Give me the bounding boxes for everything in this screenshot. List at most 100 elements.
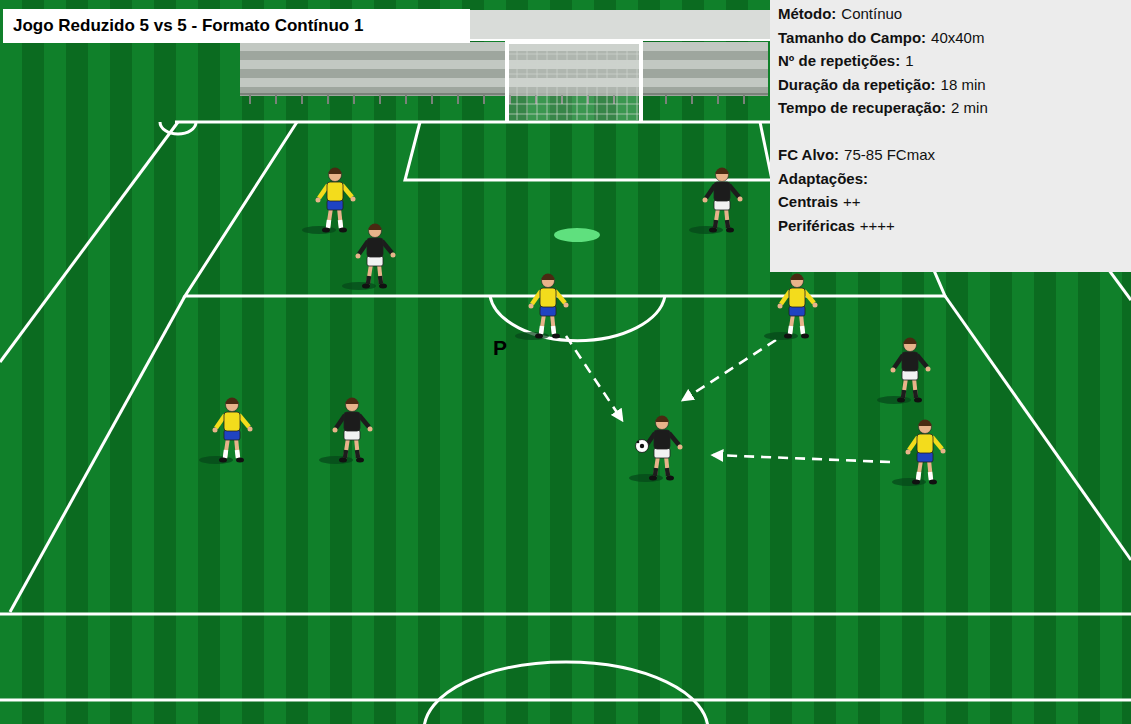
player-hair: [904, 338, 917, 344]
player-shorts: [327, 200, 343, 210]
player-arm: [804, 291, 814, 303]
player-shorts: [224, 430, 240, 440]
player-shirt: [654, 430, 670, 449]
player-arm: [239, 415, 249, 427]
player-hand: [248, 427, 253, 432]
player-hand: [813, 303, 818, 308]
player-hand: [351, 197, 356, 202]
player-shirt: [540, 288, 556, 307]
player-hand: [703, 198, 708, 203]
info-panel: Método:ContínuoTamanho do Campo:40x40mNº…: [770, 0, 1131, 272]
stand-post: [353, 94, 355, 104]
player-hand: [333, 428, 338, 433]
player-sock: [345, 450, 346, 458]
field-line: [160, 122, 196, 134]
field-line: [405, 122, 772, 180]
stand-post: [275, 94, 277, 104]
player-shadow: [689, 226, 723, 234]
player-leg: [655, 456, 658, 476]
player-sock: [802, 326, 803, 334]
player-shadow: [199, 456, 233, 464]
player-leg: [715, 208, 718, 228]
player-shirt: [714, 182, 730, 201]
field-line: [0, 699, 1131, 702]
title-text: Jogo Reduzido 5 vs 5 - Formato Contínuo …: [13, 16, 363, 36]
player-shadow: [877, 396, 911, 404]
player-hand: [368, 427, 373, 432]
net-line: [577, 44, 578, 120]
player-sock: [930, 472, 931, 480]
net-line: [507, 84, 640, 85]
player-leg: [929, 460, 931, 480]
player-leg: [345, 438, 348, 458]
info-line: Método:Contínuo: [778, 2, 1123, 26]
parameter-name: Periféricas: [778, 214, 855, 238]
player-shirt: [789, 288, 805, 307]
stand-post: [457, 94, 459, 104]
net-line: [627, 44, 628, 120]
player-shadow: [342, 282, 376, 290]
stand-post: [301, 94, 303, 104]
net-line: [507, 114, 640, 115]
player-head: [329, 169, 342, 182]
player-leg: [328, 208, 331, 228]
player-sock: [380, 276, 381, 284]
player-boot: [709, 228, 717, 233]
player-shadow: [629, 474, 663, 482]
net-line: [527, 44, 528, 120]
stand-post: [249, 94, 251, 104]
player-boot: [726, 228, 734, 233]
field-line: [10, 296, 185, 612]
parameter-name: Tamanho do Campo:: [778, 26, 926, 50]
player-hand: [906, 450, 911, 455]
player-hand: [891, 368, 896, 373]
net-line: [517, 44, 518, 120]
player-shorts: [714, 200, 730, 210]
player-figure: [515, 274, 569, 341]
net-line: [507, 94, 640, 95]
player-hair: [716, 168, 729, 175]
parameter-name: Nº de repetições:: [778, 49, 900, 73]
player-arm: [917, 355, 927, 367]
stand-tier: [240, 60, 768, 69]
player-shadow: [892, 478, 926, 486]
info-line: [778, 120, 1123, 144]
stand-post: [743, 94, 745, 104]
stand-tiers: [240, 42, 768, 96]
player-sock: [237, 450, 238, 458]
stand-tier: [240, 69, 768, 78]
player-hair: [791, 274, 804, 281]
player-boot: [649, 476, 657, 481]
player-marker: P: [493, 336, 507, 359]
player-shorts: [344, 430, 360, 440]
player-sock: [357, 450, 358, 458]
net-line: [637, 44, 638, 120]
stand-post: [717, 94, 719, 104]
net-line: [547, 44, 548, 120]
player-sock: [727, 220, 728, 228]
player-arm: [342, 185, 352, 197]
player-hand: [213, 428, 218, 433]
player-shirt: [224, 412, 240, 431]
player-boot: [339, 228, 347, 233]
net-line: [507, 104, 640, 105]
player-leg: [541, 314, 544, 334]
player-head: [542, 275, 555, 288]
net-line: [557, 44, 558, 120]
net-line: [507, 74, 640, 75]
player-sock: [667, 468, 668, 476]
goal-net: [507, 44, 640, 120]
field-line: [0, 613, 1131, 616]
ball-patch: [637, 441, 640, 444]
player-boot: [897, 398, 905, 403]
net-line: [537, 44, 538, 120]
player-sock: [225, 450, 226, 458]
player-leg: [726, 208, 728, 228]
player-figure: [629, 416, 683, 482]
field-line: [490, 296, 665, 341]
player-hand: [529, 304, 534, 309]
player-hand: [356, 254, 361, 259]
parameter-name: Duração da repetição:: [778, 73, 936, 97]
player-hand: [391, 253, 396, 258]
player-sock: [368, 276, 369, 284]
